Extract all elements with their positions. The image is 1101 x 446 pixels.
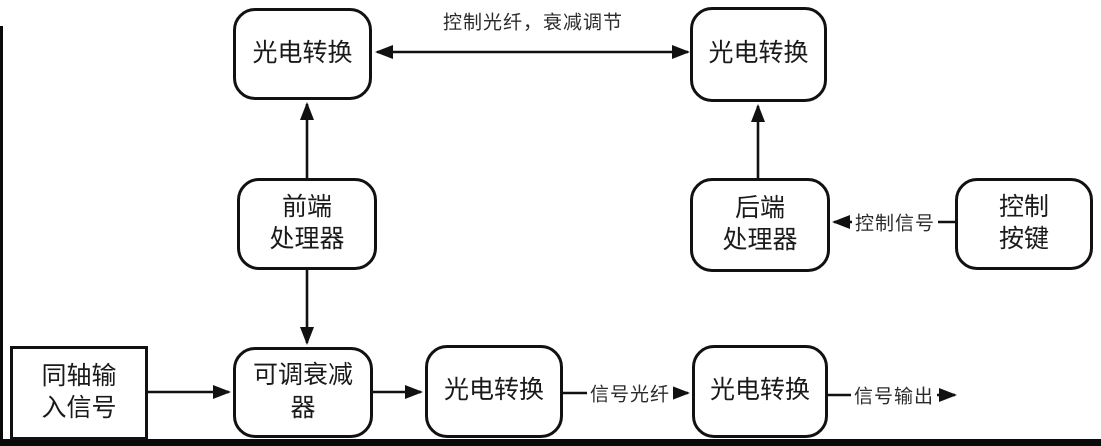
node-photoelectric-conversion-bottom-left: 光电转换 xyxy=(425,345,563,438)
label-signal-output: 信号输出 xyxy=(850,381,938,409)
label-control-fiber-attenuation: 控制光纤，衰减调节 xyxy=(442,12,624,34)
node-photoelectric-conversion-bottom-right: 光电转换 xyxy=(692,345,828,438)
node-adjustable-attenuator: 可调衰减 器 xyxy=(233,347,373,438)
node-photoelectric-conversion-top-left: 光电转换 xyxy=(233,8,372,100)
frame-left-line xyxy=(0,26,3,446)
node-photoelectric-conversion-top-right: 光电转换 xyxy=(690,7,827,102)
node-back-end-processor: 后端 处理器 xyxy=(690,178,830,272)
label-signal-fiber: 信号光纤 xyxy=(586,379,674,407)
node-control-keys: 控制 按键 xyxy=(955,178,1093,270)
node-front-end-processor: 前端 处理器 xyxy=(237,178,377,270)
node-coaxial-input-signal: 同轴输 入信号 xyxy=(10,346,148,440)
label-control-signal: 控制信号 xyxy=(851,208,939,236)
frame-bottom-bar xyxy=(0,439,1101,446)
